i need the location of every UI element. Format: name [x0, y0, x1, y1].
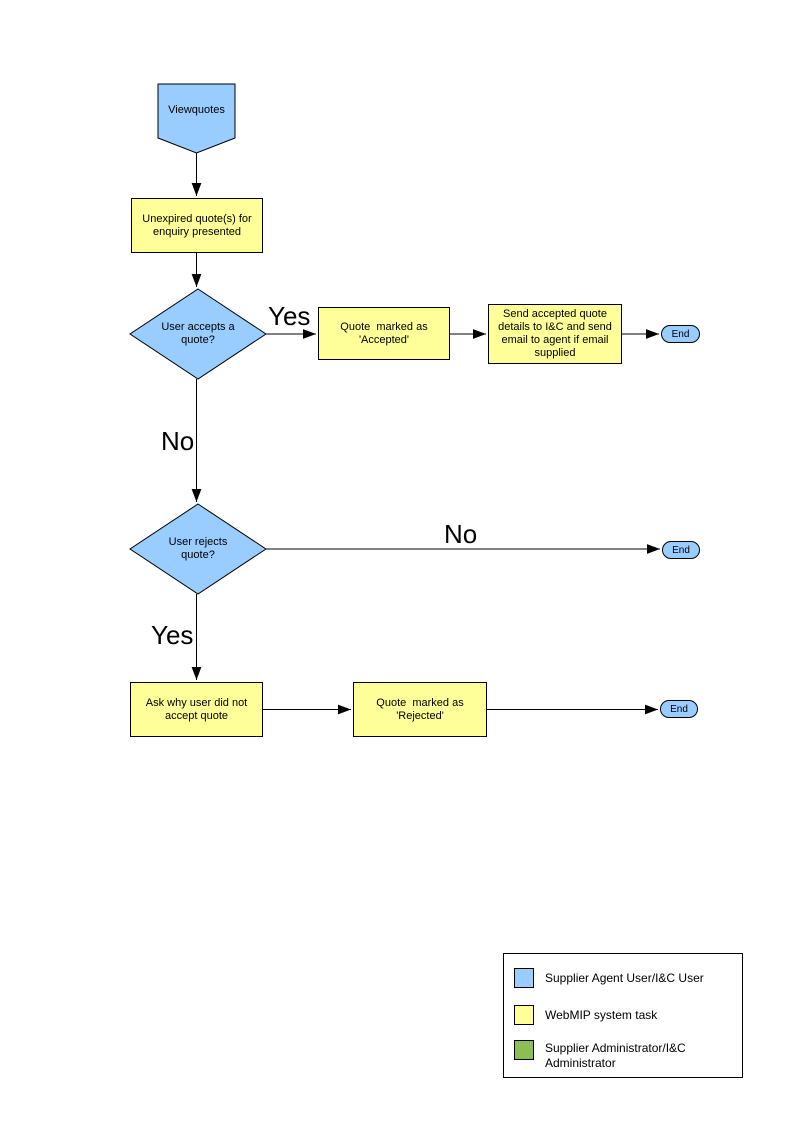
decision-user-rejects-shape: [129, 503, 267, 595]
process-quote-marked-rejected: Quote marked as 'Rejected': [353, 682, 487, 737]
end-node-2: End: [662, 541, 700, 559]
edge-label-no-reject: No: [444, 519, 478, 549]
legend-item-label: WebMIP system task: [545, 1007, 658, 1022]
process-send-accepted-details: Send accepted quote details to I&C and s…: [488, 304, 622, 364]
legend-item-label: Supplier Administrator/I&C Administrator: [545, 1041, 686, 1070]
legend-box: Supplier Agent User/I&C User WebMIP syst…: [503, 953, 743, 1078]
end-node-1: End: [661, 325, 700, 343]
edge-label-no-accept: No: [161, 426, 195, 456]
process-ask-why: Ask why user did not accept quote: [130, 682, 263, 737]
legend-swatch-yellow: [514, 1005, 534, 1025]
process-unexpired-quotes: Unexpired quote(s) for enquiry presented: [131, 198, 263, 253]
start-pentagon-shape: [157, 83, 236, 154]
decision-user-rejects-label: User rejects quote?: [168, 536, 231, 561]
decision-user-accepts-label: User accepts a quote?: [161, 321, 235, 346]
process-quote-marked-accepted: Quote marked as 'Accepted': [318, 307, 450, 360]
edge-label-yes-accept: Yes: [268, 301, 311, 331]
legend-item: Supplier Administrator/I&C Administrator: [514, 1040, 723, 1071]
start-node-label: Viewquotes: [168, 103, 225, 116]
end-node-3: End: [660, 700, 698, 718]
legend-item: Supplier Agent User/I&C User: [514, 968, 723, 988]
legend-swatch-green: [514, 1040, 534, 1060]
legend-item-label: Supplier Agent User/I&C User: [545, 970, 704, 985]
decision-user-accepts-shape: [129, 288, 267, 380]
edge-label-yes-reject: Yes: [151, 620, 194, 650]
legend-swatch-blue: [514, 968, 534, 988]
legend-item: WebMIP system task: [514, 1005, 723, 1025]
